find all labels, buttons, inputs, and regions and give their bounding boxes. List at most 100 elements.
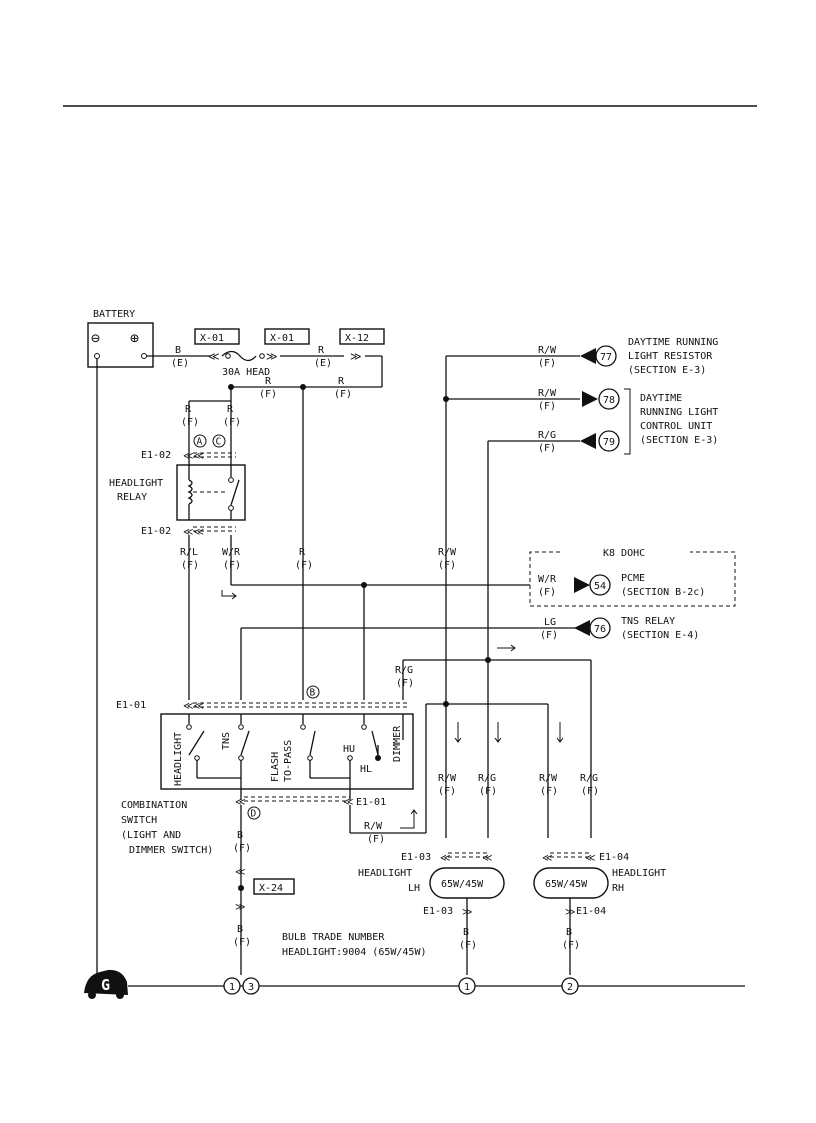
connector-label: E1-04 [599,852,629,863]
svg-text:C: C [216,437,222,448]
ref-desc: LIGHT RESISTOR [628,351,713,362]
ground-label: G [101,976,110,994]
svg-text:54: 54 [594,581,606,592]
flow-arrow-icon [556,722,564,743]
flow-arrow-icon [454,722,462,743]
connector-box [264,328,310,345]
wire-type: (F) [581,786,599,797]
headlight-label: HEADLIGHT [358,868,412,879]
connector-icon: ≫ [350,350,362,363]
marker-d [247,806,261,820]
ref-desc: DAYTIME [640,393,682,404]
connector-label: E1-04 [576,906,606,917]
wire-type: (F) [233,937,251,948]
switch-label: FLASH [270,752,281,782]
ref-desc: CONTROL UNIT [640,421,712,432]
ground-point [242,977,260,995]
wire-type: (F) [538,587,556,598]
connector-label: E1-01 [116,700,146,711]
wire-type: (F) [367,834,385,845]
svg-text:1: 1 [229,982,235,993]
wire-type: (F) [538,443,556,454]
switch-label: HL [360,764,372,775]
svg-text:77: 77 [600,352,612,363]
ref-desc: (SECTION E-3) [640,435,718,446]
connector-label: E1-01 [356,797,386,808]
wire-type: (F) [540,786,558,797]
ref-circle [595,345,617,367]
svg-text:79: 79 [603,437,615,448]
connector-icon: ≫ [462,907,472,918]
svg-text:76: 76 [594,624,606,635]
wire-type: (E) [171,358,189,369]
svg-text:2: 2 [567,982,573,993]
wire-color: B [237,830,243,841]
headlight-rating: 65W/45W [545,879,588,890]
wire-type: (F) [396,678,414,689]
connector-icon: ≪ [343,797,353,808]
arrow-out-icon [582,391,598,407]
connector-icon: ≪≪ [183,527,204,538]
connector-label: X-01 [200,333,224,344]
svg-text:B: B [310,688,316,699]
fuse-icon [221,350,257,362]
ref-circle [598,430,620,452]
ref-desc: (SECTION B-2c) [621,587,705,598]
wire-type: (F) [181,417,199,428]
wire-type: (F) [233,843,251,854]
connector-icon: ≪ [208,350,220,363]
marker-a [193,434,207,448]
wire-type: (F) [334,389,352,400]
switch-caption: SWITCH [121,815,157,826]
flow-arrow-icon [494,722,502,743]
arrow-out-icon [574,577,590,593]
ref-desc: PCME [621,573,645,584]
battery-minus-icon: ⊖ [91,329,100,347]
wire-type: (F) [295,560,313,571]
ground-point [223,977,241,995]
ref-circle [589,574,611,596]
bulb-note: HEADLIGHT:9004 (65W/45W) [282,947,427,958]
arrow-in-icon [574,620,590,636]
wire-color: R [299,547,306,558]
ref-desc: DAYTIME RUNNING [628,337,718,348]
k8-box [529,551,736,607]
connector-icon: ≫ [565,907,575,918]
headlight-label: RH [612,883,624,894]
connector-box [194,328,240,345]
wire-color: R [318,345,325,356]
connector-icon: ≫ [235,902,245,913]
battery-label: BATTERY [93,309,135,320]
wire-color: R/W [438,547,457,558]
wire-color: W/R [222,547,241,558]
wire-color: B [175,345,181,356]
wire-color: R/W [438,773,457,784]
connector-icon: ≪ [440,853,450,864]
switch-caption: (LIGHT AND [121,830,181,841]
switch-caption: COMBINATION [121,800,187,811]
wire-type: (F) [438,786,456,797]
wire-color: R [265,376,272,387]
wire-color: R/G [395,665,413,676]
wire-type: (F) [538,401,556,412]
wire-color: R [185,404,192,415]
svg-text:3: 3 [248,982,254,993]
connector-label: X-01 [270,333,294,344]
wire-color: B [566,927,572,938]
switch-caption: DIMMER SWITCH) [129,845,213,856]
connector-label: E1-03 [401,852,431,863]
marker-b [306,685,320,699]
svg-text:78: 78 [603,395,615,406]
wire-color: R/G [580,773,598,784]
svg-text:1: 1 [464,982,470,993]
ref-desc: (SECTION E-3) [628,365,706,376]
switch-label: DIMMER [392,725,403,762]
connector-label: E1-02 [141,450,171,461]
relay-label: RELAY [117,492,147,503]
ref-desc: (SECTION E-4) [621,630,699,641]
battery-terminal [141,353,147,359]
wire-color: R/G [538,430,556,441]
wire-color: R [227,404,234,415]
connector-icon: ≪ [482,853,492,864]
